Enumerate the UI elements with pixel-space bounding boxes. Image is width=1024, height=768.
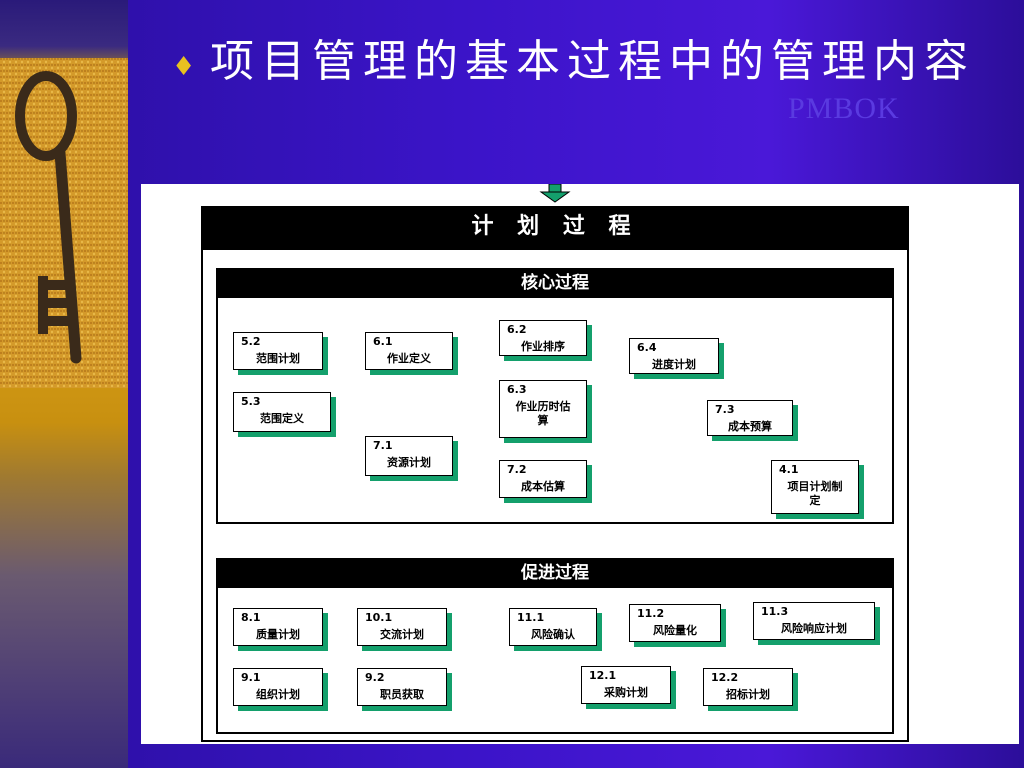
process-box-6-4[interactable]: 6.4 进度计划 xyxy=(629,338,719,374)
process-box-8-1[interactable]: 8.1 质量计划 xyxy=(233,608,323,646)
process-box-11-1[interactable]: 11.1 风险确认 xyxy=(509,608,597,646)
process-box-5-2[interactable]: 5.2 范围计划 xyxy=(233,332,323,370)
process-box-7-3[interactable]: 7.3 成本预算 xyxy=(707,400,793,436)
pmbok-watermark: PMBOK xyxy=(788,92,900,125)
process-box-4-1[interactable]: 4.1 项目计划制定 xyxy=(771,460,859,514)
planning-header: 计 划 过 程 xyxy=(201,206,909,248)
core-header: 核心过程 xyxy=(216,268,894,298)
process-box-11-3[interactable]: 11.3 风险响应计划 xyxy=(753,602,875,640)
planning-diagram: 计 划 过 程 核心过程 5.2 范围计划 5.3 范围定义 6.1 作业定义 … xyxy=(141,184,1019,744)
process-box-6-3[interactable]: 6.3 作业历时估算 xyxy=(499,380,587,438)
slide-title: 项目管理的基本过程中的管理内容 xyxy=(210,36,975,87)
entry-arrow xyxy=(539,184,571,203)
facilitating-header: 促进过程 xyxy=(216,558,894,588)
process-box-12-2[interactable]: 12.2 招标计划 xyxy=(703,668,793,706)
process-box-10-1[interactable]: 10.1 交流计划 xyxy=(357,608,447,646)
process-box-6-2[interactable]: 6.2 作业排序 xyxy=(499,320,587,356)
title-bullet-icon: ♦ xyxy=(172,52,196,82)
process-box-6-1[interactable]: 6.1 作业定义 xyxy=(365,332,453,370)
process-box-9-1[interactable]: 9.1 组织计划 xyxy=(233,668,323,706)
process-box-12-1[interactable]: 12.1 采购计划 xyxy=(581,666,671,704)
process-box-7-2[interactable]: 7.2 成本估算 xyxy=(499,460,587,498)
process-box-9-2[interactable]: 9.2 职员获取 xyxy=(357,668,447,706)
key-photo-image xyxy=(0,58,128,388)
process-box-5-3[interactable]: 5.3 范围定义 xyxy=(233,392,331,432)
process-box-7-1[interactable]: 7.1 资源计划 xyxy=(365,436,453,476)
process-box-11-2[interactable]: 11.2 风险量化 xyxy=(629,604,721,642)
